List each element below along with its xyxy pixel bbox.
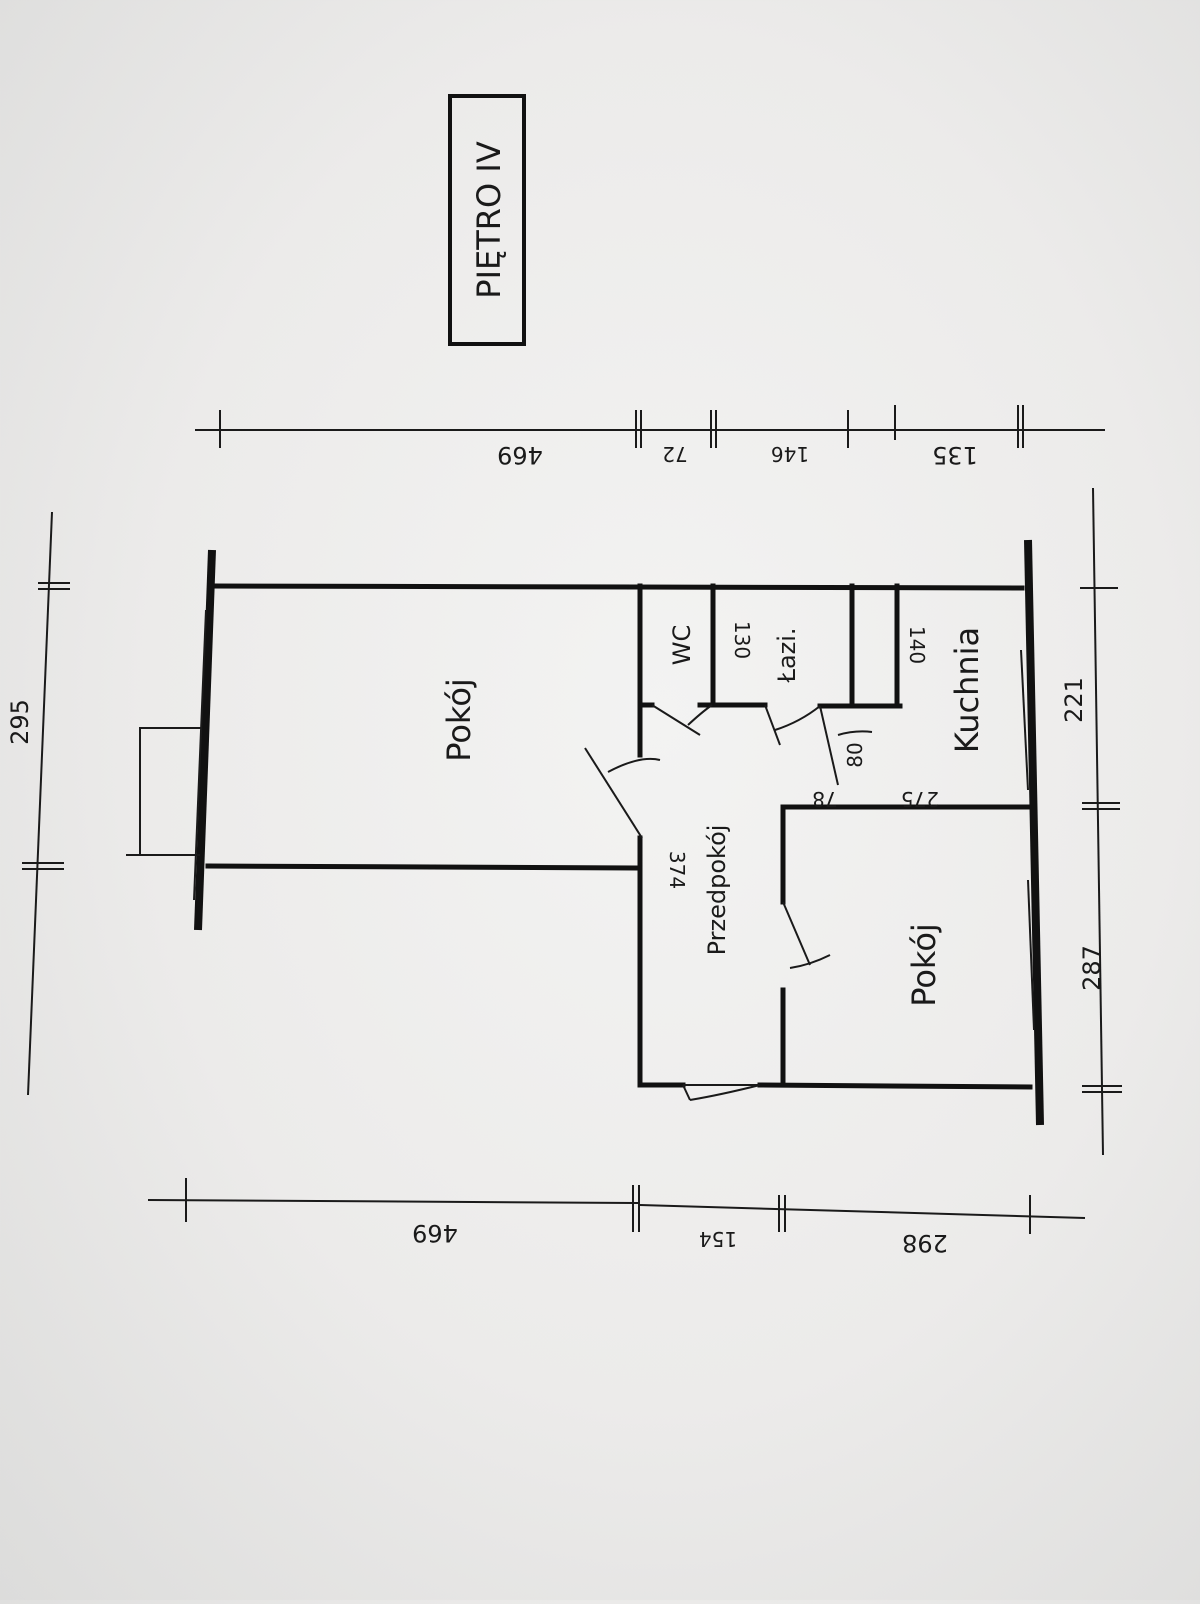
- top-dimension-line: 469 72 146 135: [195, 405, 1105, 469]
- room-bedroom-label: Pokój: [905, 923, 943, 1007]
- top-dim-1: 469: [497, 441, 543, 469]
- balcony: [126, 727, 202, 856]
- bottom-dim-2: 154: [699, 1227, 737, 1251]
- door-80-label: 80: [843, 742, 867, 767]
- top-dim-2: 72: [662, 442, 687, 466]
- bottom-dimension-line: 469 154 298: [147, 1178, 1086, 1257]
- floor-title: PIĘTRO IV: [470, 141, 508, 299]
- interior-walls: [637, 583, 1031, 1088]
- outer-walls: [193, 539, 1044, 1126]
- right-dimension-line: 221 287: [1060, 487, 1122, 1156]
- hall-dim-label: 374: [665, 851, 689, 889]
- title-frame: [448, 94, 526, 346]
- door-78-label: 78: [812, 787, 837, 811]
- top-dim-4: 135: [932, 441, 978, 469]
- door-swings: [584, 704, 873, 1101]
- right-dim-1: 221: [1060, 677, 1088, 723]
- room-bathroom-label: Łazi.: [773, 627, 801, 683]
- kitchen-width-label: 275: [901, 787, 939, 811]
- bottom-dim-3: 298: [902, 1229, 948, 1257]
- room-hall-label: Przedpokój: [703, 825, 731, 956]
- bathroom-dim-label: 130: [730, 621, 754, 659]
- room-wc-label: WC: [668, 625, 696, 666]
- top-dim-3: 146: [771, 442, 809, 466]
- left-dim-1: 295: [6, 699, 34, 745]
- left-dimension-line: 295: [6, 511, 70, 1096]
- bottom-dim-1: 469: [412, 1219, 458, 1247]
- right-dim-2: 287: [1078, 945, 1106, 991]
- room-kitchen-label: Kuchnia: [948, 627, 986, 753]
- room-living-label: Pokój: [440, 678, 478, 762]
- closet-dim-label: 140: [905, 626, 929, 664]
